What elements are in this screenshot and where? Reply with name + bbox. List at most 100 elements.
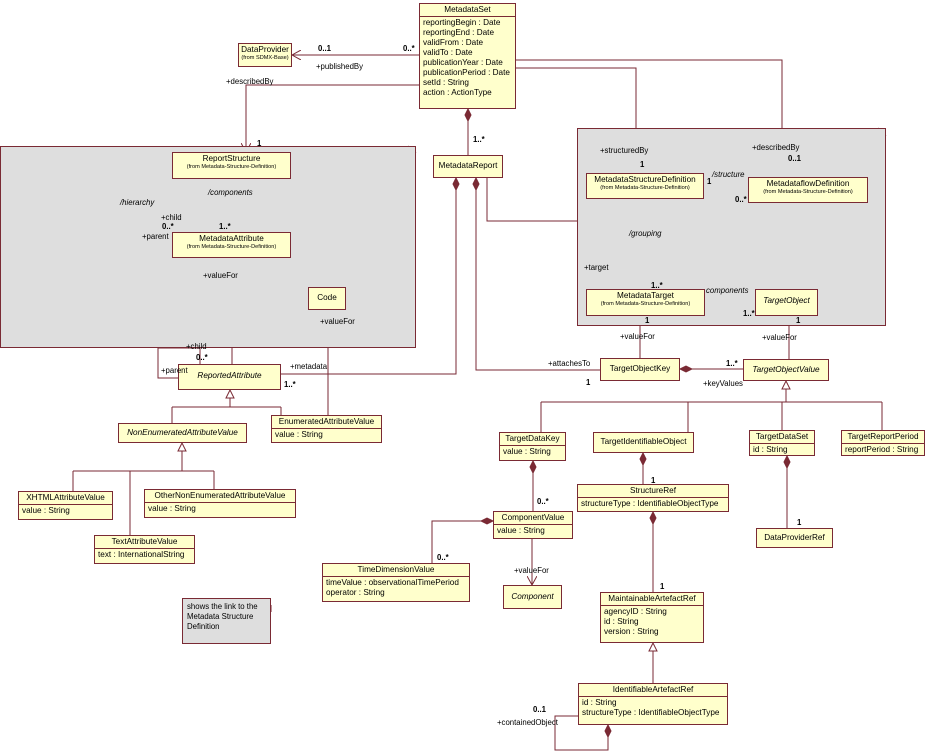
attribute: id : String — [582, 698, 617, 707]
role-label: +child — [186, 342, 207, 351]
association-label: /hierarchy — [120, 198, 155, 207]
class-name: TargetObject — [763, 296, 810, 305]
class-data-provider-ref[interactable]: DataProviderRef — [756, 528, 833, 548]
class-name: MetadataAttribute — [199, 234, 264, 243]
role-label: +valueFor — [762, 333, 797, 342]
class-name: IdentifiableArtefactRef — [612, 685, 694, 694]
class-report-structure[interactable]: ReportStructure(from Metadata-Structure-… — [172, 152, 291, 179]
multiplicity-label: 0..* — [735, 195, 747, 204]
multiplicity-label: 1 — [796, 316, 801, 325]
role-label: +structuredBy — [600, 146, 649, 155]
role-label: +keyValues — [703, 379, 743, 388]
multiplicity-label: 0..1 — [788, 154, 802, 163]
class-target-data-key[interactable]: TargetDataKey value : String — [499, 432, 566, 461]
class-target-object-value[interactable]: TargetObjectValue — [743, 359, 829, 381]
class-xhtml-attribute-value[interactable]: XHTMLAttributeValue value : String — [18, 491, 113, 520]
class-maintainable-artefact-ref[interactable]: MaintainableArtefactRef agencyID : Strin… — [600, 592, 704, 643]
role-label: +parent — [142, 232, 169, 241]
class-reported-attribute[interactable]: ReportedAttribute — [178, 364, 281, 390]
class-package: (from SDMX-Base) — [241, 55, 289, 61]
role-label: +valueFor — [203, 271, 238, 280]
attribute: version : String — [604, 627, 659, 636]
multiplicity-label: 1..* — [473, 135, 485, 144]
attribute: reportingBegin : Date — [423, 18, 501, 27]
class-name: TargetDataSet — [755, 432, 809, 441]
attribute: timeValue : observationalTimePeriod — [326, 578, 459, 587]
class-metadata-set[interactable]: MetadataSet reportingBegin : Date report… — [419, 3, 516, 109]
attribute: action : ActionType — [423, 88, 492, 97]
class-name: ReportedAttribute — [197, 371, 262, 380]
multiplicity-label: 0..* — [537, 497, 549, 506]
role-label: +containedObject — [497, 718, 558, 727]
attribute: setId : String — [423, 78, 469, 87]
class-name: XHTMLAttributeValue — [26, 493, 105, 502]
class-name: DataProvider — [241, 45, 289, 54]
multiplicity-label: 0..1 — [533, 705, 547, 714]
attribute: reportPeriod : String — [845, 445, 919, 454]
class-name: TimeDimensionValue — [357, 565, 435, 574]
multiplicity-label: 1 — [651, 476, 656, 485]
role-label: +describedBy — [752, 143, 800, 152]
class-metadataflow-definition[interactable]: MetadataflowDefinition(from Metadata-Str… — [748, 177, 868, 203]
attribute: structureType : IdentifiableObjectType — [582, 708, 720, 717]
class-name: TargetObjectValue — [752, 365, 820, 374]
attribute: value : String — [22, 506, 70, 515]
class-component-value[interactable]: ComponentValue value : String — [493, 511, 573, 539]
class-other-non-enumerated-attribute-value[interactable]: OtherNonEnumeratedAttributeValue value :… — [144, 489, 296, 518]
class-package: (from Metadata-Structure-Definition) — [600, 301, 691, 307]
attribute: value : String — [497, 526, 545, 535]
class-name: OtherNonEnumeratedAttributeValue — [154, 491, 286, 500]
role-label: +metadata — [290, 362, 328, 371]
class-data-provider[interactable]: DataProvider(from SDMX-Base) — [238, 43, 292, 67]
multiplicity-label: 0..1 — [318, 44, 332, 53]
class-name: ReportStructure — [202, 154, 261, 163]
class-text-attribute-value[interactable]: TextAttributeValue text : InternationalS… — [94, 535, 195, 564]
class-name: Code — [317, 293, 337, 302]
multiplicity-label: 1 — [645, 316, 650, 325]
role-label: +child — [161, 213, 182, 222]
attribute: reportingEnd : Date — [423, 28, 495, 37]
class-target-report-period[interactable]: TargetReportPeriod reportPeriod : String — [841, 430, 925, 456]
role-label: +describedBy — [226, 77, 274, 86]
attribute: publicationYear : Date — [423, 58, 503, 67]
class-code[interactable]: Code — [308, 287, 346, 310]
class-name: MetadataReport — [438, 161, 498, 170]
class-name: NonEnumeratedAttributeValue — [127, 428, 238, 437]
class-name: MetadataSet — [444, 5, 491, 14]
attribute: operator : String — [326, 588, 385, 597]
class-enumerated-attribute-value[interactable]: EnumeratedAttributeValue value : String — [271, 415, 382, 443]
class-package: (from Metadata-Structure-Definition) — [186, 164, 277, 170]
class-name: MetadataStructureDefinition — [594, 175, 696, 184]
multiplicity-label: 1..* — [743, 309, 755, 318]
class-metadata-report[interactable]: MetadataReport — [433, 155, 503, 178]
attribute: agencyID : String — [604, 607, 667, 616]
class-non-enumerated-attribute-value[interactable]: NonEnumeratedAttributeValue — [118, 423, 247, 443]
multiplicity-label: 1 — [640, 160, 645, 169]
multiplicity-label: 1 — [707, 177, 712, 186]
multiplicity-label: 0..* — [196, 353, 208, 362]
class-name: TargetObjectKey — [609, 364, 671, 373]
attribute: publicationPeriod : Date — [423, 68, 510, 77]
association-label: components — [706, 286, 749, 295]
class-target-identifiable-object[interactable]: TargetIdentifiableObject — [593, 432, 694, 453]
class-metadata-attribute[interactable]: MetadataAttribute(from Metadata-Structur… — [172, 232, 291, 258]
class-identifiable-artefact-ref[interactable]: IdentifiableArtefactRef id : String stru… — [578, 683, 728, 725]
class-structure-ref[interactable]: StructureRef structureType : Identifiabl… — [577, 484, 729, 512]
attribute: id : String — [753, 445, 788, 454]
class-name: ComponentValue — [501, 513, 565, 522]
class-target-object[interactable]: TargetObject — [755, 289, 818, 316]
class-name: StructureRef — [630, 486, 676, 495]
attribute: id : String — [604, 617, 639, 626]
class-name: TargetReportPeriod — [847, 432, 919, 441]
association-label: /structure — [712, 170, 745, 179]
class-component[interactable]: Component — [503, 585, 562, 609]
class-package: (from Metadata-Structure-Definition) — [186, 244, 277, 250]
class-metadata-target[interactable]: MetadataTarget(from Metadata-Structure-D… — [586, 289, 705, 316]
class-target-data-set[interactable]: TargetDataSet id : String — [749, 430, 815, 456]
multiplicity-label: 1 — [797, 518, 802, 527]
role-label: +valueFor — [320, 317, 355, 326]
class-time-dimension-value[interactable]: TimeDimensionValue timeValue : observati… — [322, 563, 470, 602]
role-label: +attachesTo — [548, 359, 591, 368]
class-metadata-structure-definition[interactable]: MetadataStructureDefinition(from Metadat… — [586, 173, 704, 199]
class-target-object-key[interactable]: TargetObjectKey — [600, 358, 680, 381]
